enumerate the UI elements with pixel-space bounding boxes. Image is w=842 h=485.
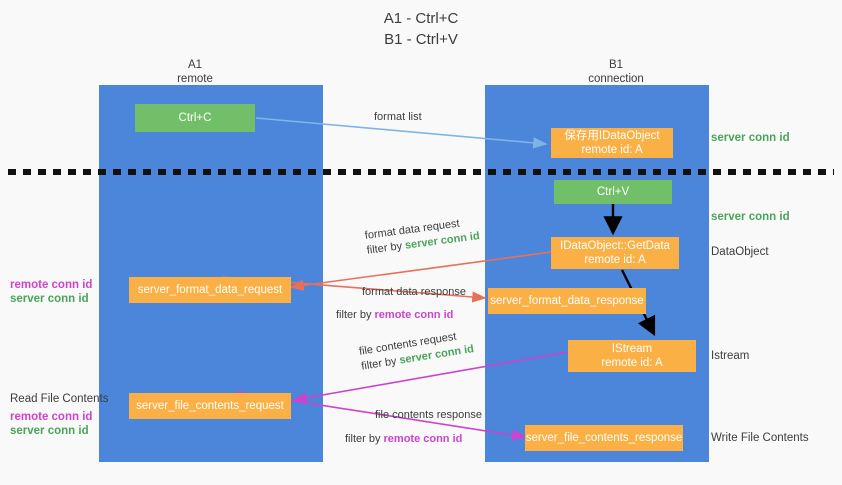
arrow-format-data-request — [289, 251, 552, 291]
annotation-left-remote-conn-id-1: remote conn id — [10, 279, 93, 291]
filter-prefix: filter by — [336, 309, 375, 321]
node-ctrl-v[interactable]: Ctrl+V — [554, 180, 672, 204]
column-header-b1-name: B1 — [608, 59, 624, 71]
edge-label-format-data-response-filter: filter by remote conn id — [336, 308, 466, 323]
filter-value-remote-conn-id: remote conn id — [383, 433, 463, 445]
node-istream-line2: remote id: A — [601, 357, 663, 369]
column-header-a1: A1 remote — [115, 58, 275, 86]
edge-label-format-data-response: format data response filter by remote co… — [336, 285, 466, 323]
column-header-b1-sub: connection — [588, 73, 644, 85]
annotation-right-paste-server-conn-id: server conn id — [711, 211, 790, 223]
page-title: A1 - Ctrl+C B1 - Ctrl+V — [0, 8, 842, 50]
node-server-file-contents-response[interactable]: server_file_contents_response — [525, 425, 683, 451]
column-header-a1-sub: remote — [177, 73, 213, 85]
annotation-left-server-conn-id-2: server conn id — [10, 425, 89, 437]
filter-value-remote-conn-id: remote conn id — [374, 309, 454, 321]
edge-label-format-data-response-line1: format data response — [362, 286, 466, 298]
annotation-left-server-conn-id-1: server conn id — [10, 293, 89, 305]
filter-prefix: filter by — [345, 433, 384, 445]
annotation-left-remote-conn-id-2: remote conn id — [10, 411, 93, 423]
annotation-right-top-server-conn-id: server conn id — [711, 132, 790, 144]
edge-label-format-list: format list — [374, 111, 422, 123]
node-istream[interactable]: IStream remote id: A — [568, 340, 696, 372]
edge-label-file-contents-response: file contents response filter by remote … — [345, 408, 482, 447]
node-ctrl-v-label: Ctrl+V — [596, 186, 630, 198]
node-istream-line1: IStream — [611, 343, 653, 355]
node-server-format-data-request-label: server_format_data_request — [137, 284, 283, 296]
column-header-b1: B1 connection — [536, 58, 696, 86]
node-save-dataobject-line1: 保存用IDataObject — [564, 130, 660, 142]
node-server-format-data-request[interactable]: server_format_data_request — [129, 277, 291, 303]
filter-prefix: filter by — [366, 239, 406, 257]
node-idataobject-getdata-line2: remote id: A — [584, 254, 646, 266]
column-header-a1-name: A1 — [187, 59, 203, 71]
node-save-dataobject-line2: remote id: A — [581, 144, 643, 156]
edge-label-file-contents-response-line1: file contents response — [375, 409, 483, 421]
node-server-file-contents-request-label: server_file_contents_request — [136, 400, 284, 412]
arrow-format-list — [255, 117, 548, 149]
annotation-right-write-file-contents: Write File Contents — [711, 432, 809, 444]
node-idataobject-getdata-line1: IDataObject::GetData — [560, 240, 670, 252]
node-server-format-data-response[interactable]: server_format_data_response — [488, 288, 646, 314]
node-ctrl-c-label: Ctrl+C — [178, 112, 212, 124]
node-server-file-contents-response-label: server_file_contents_response — [525, 432, 683, 444]
node-server-file-contents-request[interactable]: server_file_contents_request — [129, 393, 291, 419]
edge-label-file-contents-response-filter: filter by remote conn id — [345, 432, 482, 447]
annotation-right-istream: Istream — [711, 350, 750, 362]
node-ctrl-c[interactable]: Ctrl+C — [135, 104, 255, 132]
node-save-dataobject[interactable]: 保存用IDataObject remote id: A — [551, 128, 673, 158]
annotation-right-dataobject: DataObject — [711, 246, 769, 258]
title-line-1: A1 - Ctrl+C — [383, 10, 459, 27]
annotation-left-read-file-contents: Read File Contents — [10, 393, 109, 405]
node-idataobject-getdata[interactable]: IDataObject::GetData remote id: A — [551, 237, 679, 269]
title-line-2: B1 - Ctrl+V — [384, 31, 458, 48]
arrow-file-contents-request — [292, 351, 569, 404]
node-server-format-data-response-label: server_format_data_response — [490, 295, 644, 307]
